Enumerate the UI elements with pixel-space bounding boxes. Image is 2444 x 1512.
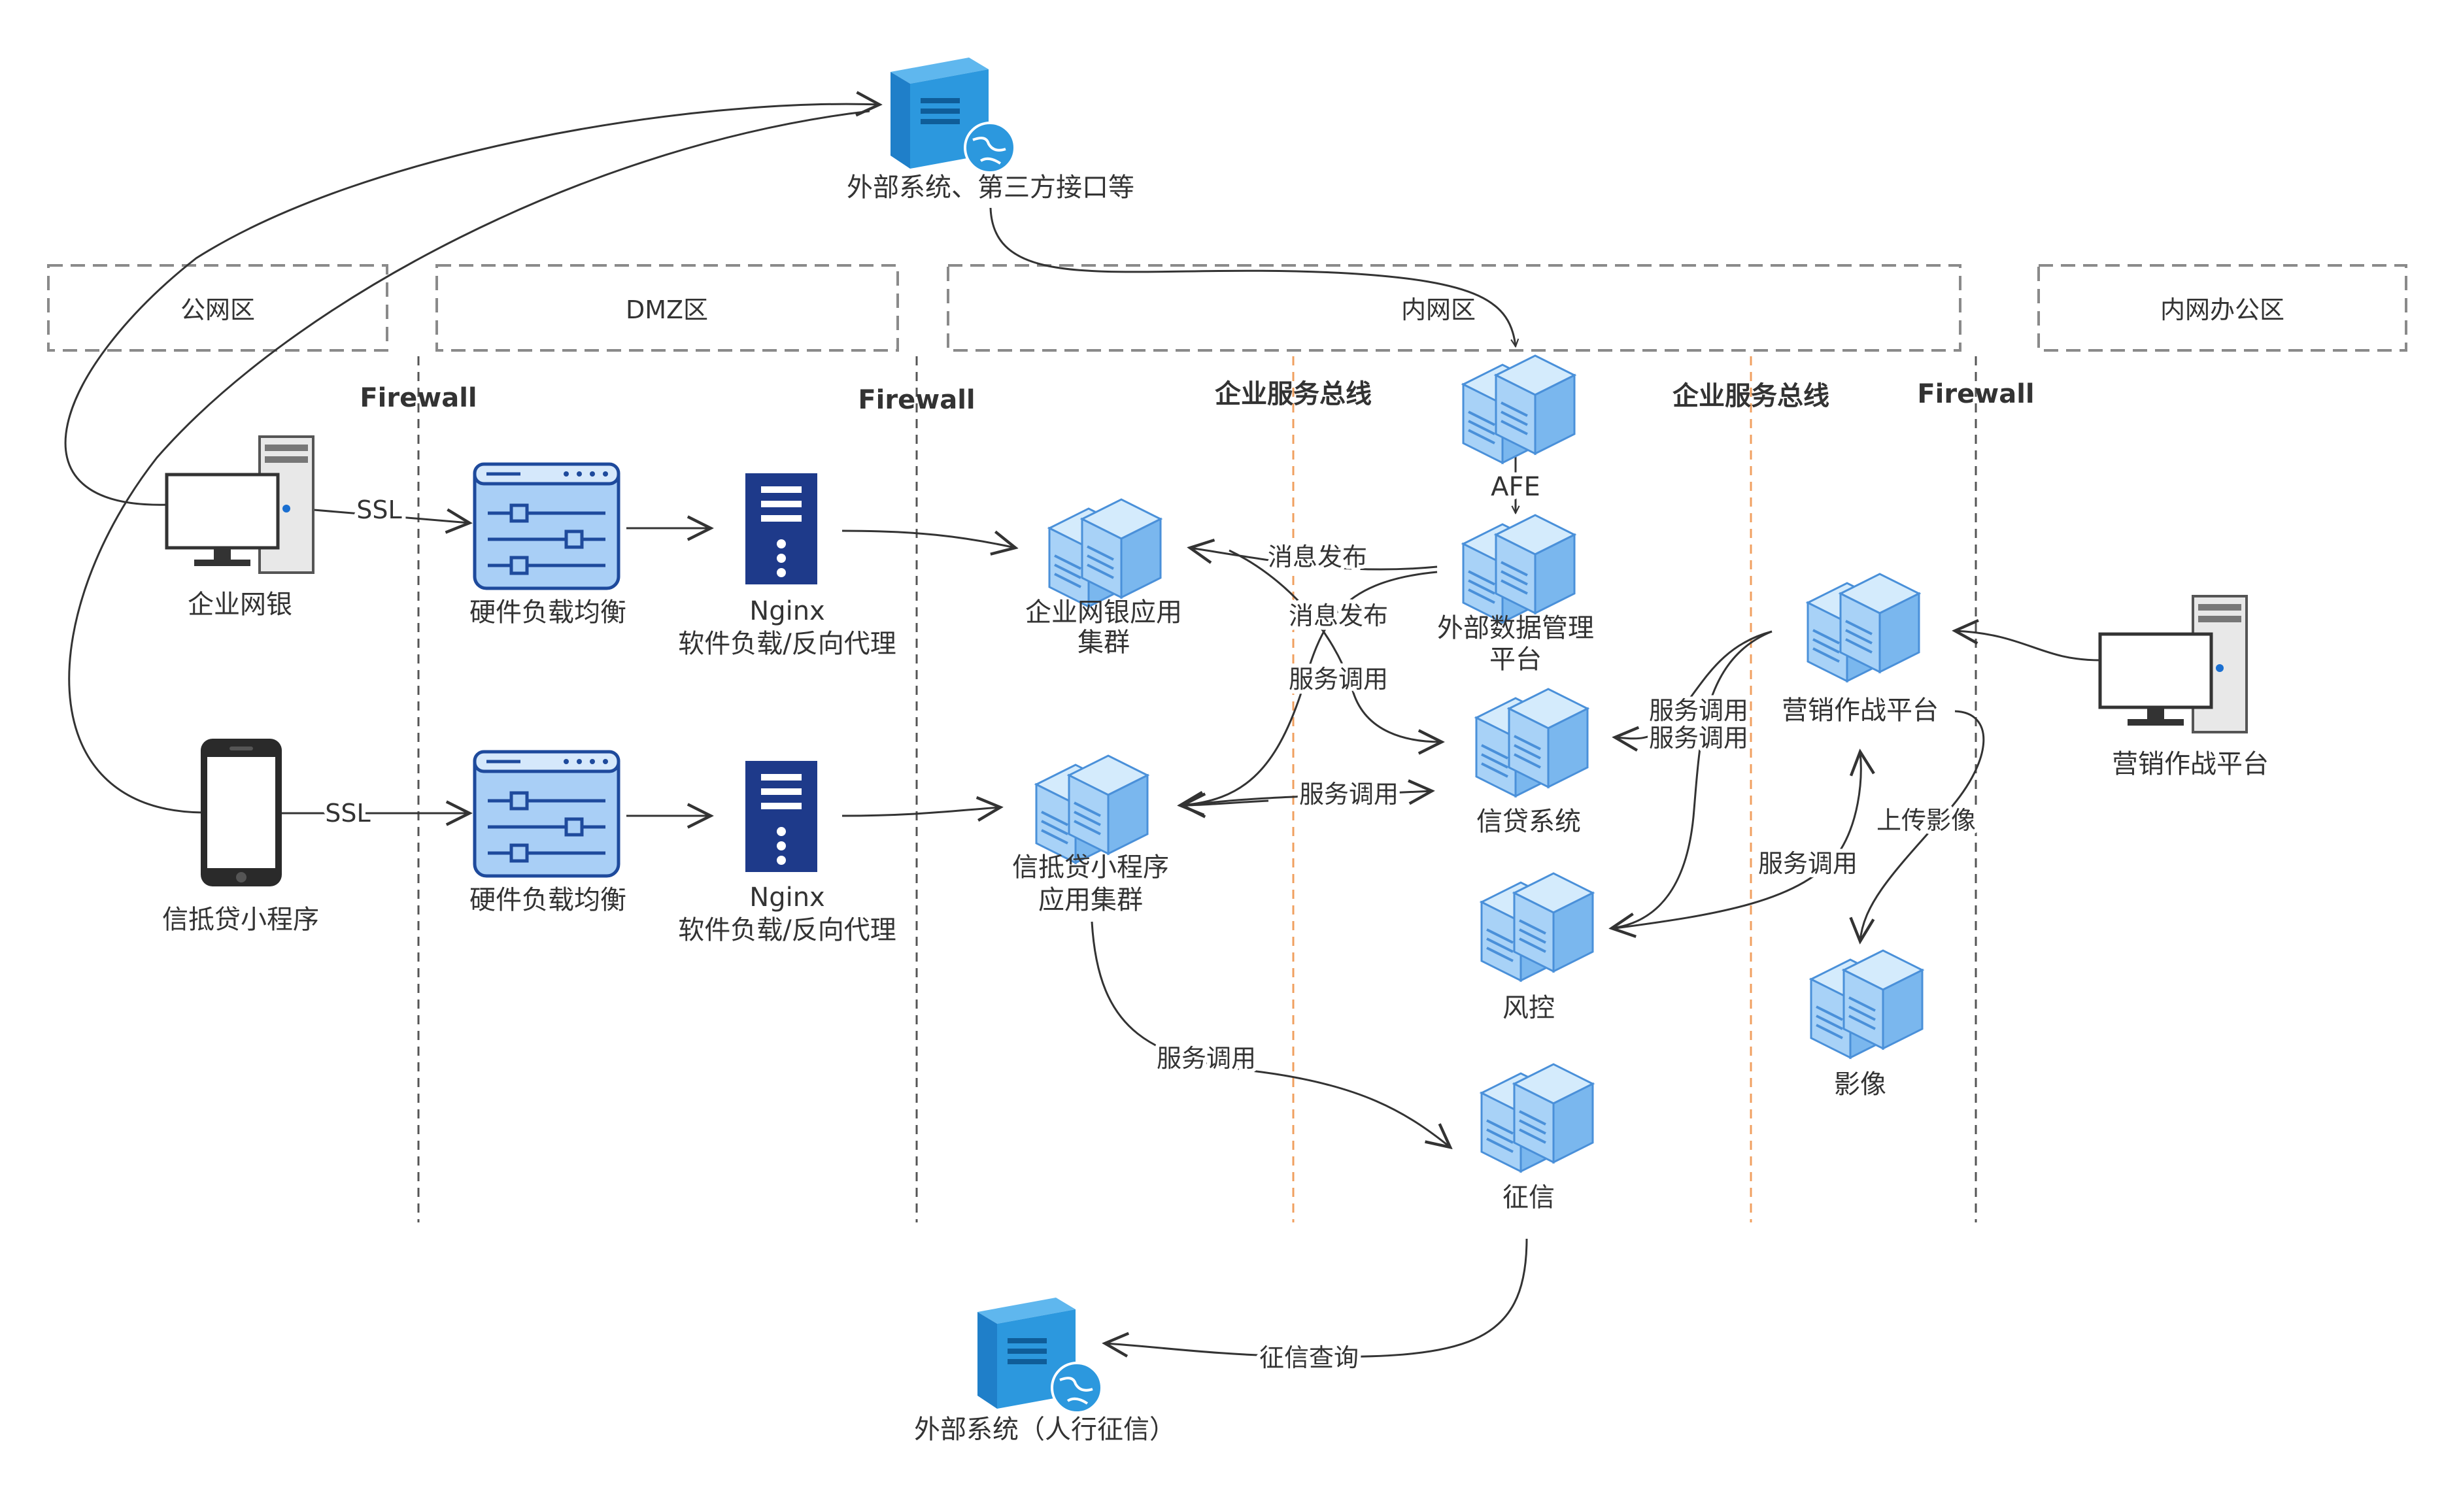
edge-label-service-call-3: 服务调用 bbox=[1157, 1044, 1256, 1073]
hw-lb-1-label: 硬件负载均衡 bbox=[469, 597, 626, 628]
edge-label-service-call-5: 服务调用 bbox=[1649, 724, 1748, 752]
edge-label-upload-image: 上传影像 bbox=[1876, 806, 1976, 835]
firewall-label-3: Firewall bbox=[1917, 379, 2034, 409]
zone-intranet bbox=[947, 264, 1961, 352]
zone-public-label: 公网区 bbox=[180, 295, 255, 324]
marketing-platform-cluster-icon bbox=[1808, 574, 1919, 681]
zone-dmz-label: DMZ区 bbox=[626, 295, 708, 324]
edge-label-ssl-2: SSL bbox=[325, 799, 370, 828]
credit-sys-cluster-icon bbox=[1476, 689, 1587, 796]
ext-data-label-1: 外部数据管理 bbox=[1437, 613, 1594, 643]
esb-label-1: 企业服务总线 bbox=[1215, 379, 1372, 409]
mini-app-label-2: 应用集群 bbox=[1038, 885, 1143, 915]
edge-ebank-to-external bbox=[64, 104, 879, 506]
edge-marketing-to-risk bbox=[1612, 630, 1773, 928]
ebank-app-label-1: 企业网银应用 bbox=[1025, 597, 1182, 628]
nginx-1-subtitle: 软件负载/反向代理 bbox=[678, 629, 896, 659]
edge-nginx1-to-ebank-app bbox=[841, 529, 1015, 548]
nginx-1-title: Nginx bbox=[749, 596, 824, 626]
edge-label-service-call-2: 服务调用 bbox=[1299, 780, 1399, 809]
edge-mini-app-credit-back bbox=[1182, 801, 1269, 805]
edge-risk-to-marketing bbox=[1614, 752, 1861, 930]
external-system-icon bbox=[889, 56, 1016, 174]
edge-label-service-call-6: 服务调用 bbox=[1758, 849, 1858, 878]
zone-office bbox=[2037, 264, 2407, 352]
risk-cluster-icon bbox=[1482, 873, 1593, 981]
marketing-platform-label: 营销作战平台 bbox=[1782, 696, 1939, 726]
edge-marketing-to-image bbox=[1860, 710, 1985, 941]
external-pboc-icon bbox=[976, 1296, 1103, 1414]
edge-mini-app-credit bbox=[1186, 791, 1432, 807]
hw-lb-2-icon bbox=[475, 752, 619, 876]
ebank-app-label-2: 集群 bbox=[1078, 628, 1130, 658]
image-label: 影像 bbox=[1834, 1069, 1886, 1100]
esb-label-2: 企业服务总线 bbox=[1672, 381, 1829, 411]
corp-ebank-label: 企业网银 bbox=[188, 590, 292, 620]
zone-public bbox=[47, 264, 388, 352]
marketing-client-pc-icon bbox=[2100, 596, 2247, 732]
nginx-1-icon bbox=[745, 473, 817, 584]
external-pboc-label: 外部系统（人行征信） bbox=[914, 1415, 1176, 1445]
ext-data-cluster-icon bbox=[1463, 515, 1574, 622]
external-system-label: 外部系统、第三方接口等 bbox=[847, 173, 1134, 203]
edge-extdata-to-mini-app bbox=[1180, 571, 1438, 805]
risk-label: 风控 bbox=[1502, 993, 1555, 1023]
credit-mini-phone-icon bbox=[201, 739, 282, 886]
mini-app-cluster-icon bbox=[1036, 756, 1147, 863]
afe-cluster-icon bbox=[1463, 356, 1574, 463]
firewall-label-1: Firewall bbox=[360, 383, 477, 413]
edge-label-service-call-1: 服务调用 bbox=[1289, 665, 1388, 694]
edge-client-to-marketing bbox=[1955, 631, 2101, 662]
credit-ref-label: 征信 bbox=[1502, 1183, 1555, 1213]
marketing-client-label: 营销作战平台 bbox=[2112, 749, 2269, 779]
credit-sys-label: 信贷系统 bbox=[1476, 807, 1581, 837]
edge-ebank-app-to-credit bbox=[1229, 549, 1442, 742]
edge-label-msg-publish-1: 消息发布 bbox=[1268, 543, 1367, 571]
zone-intranet-label: 内网区 bbox=[1401, 295, 1476, 324]
edge-marketing-to-credit bbox=[1615, 630, 1773, 739]
corp-ebank-pc-icon bbox=[167, 437, 313, 573]
edge-credit-ref-to-pboc bbox=[1105, 1238, 1528, 1358]
hw-lb-1-icon bbox=[475, 464, 619, 588]
edge-external-to-afe bbox=[989, 207, 1516, 346]
nginx-2-icon bbox=[745, 761, 817, 872]
edge-mini-app-to-credit-ref bbox=[1091, 921, 1450, 1147]
mini-app-label-1: 信抵贷小程序 bbox=[1012, 852, 1169, 882]
nginx-2-title: Nginx bbox=[749, 882, 824, 913]
edge-label-msg-publish-2: 消息发布 bbox=[1289, 601, 1388, 630]
zone-office-label: 内网办公区 bbox=[2160, 295, 2284, 324]
edge-mini-to-external bbox=[68, 110, 870, 814]
credit-ref-cluster-icon bbox=[1482, 1064, 1593, 1171]
edge-label-ssl-1: SSL bbox=[356, 496, 401, 524]
afe-label: AFE bbox=[1491, 472, 1540, 502]
ext-data-label-2: 平台 bbox=[1489, 645, 1542, 675]
hw-lb-2-label: 硬件负载均衡 bbox=[469, 885, 626, 915]
firewall-label-2: Firewall bbox=[858, 385, 975, 415]
zone-dmz bbox=[435, 264, 899, 352]
edge-label-service-call-4: 服务调用 bbox=[1649, 696, 1748, 725]
image-cluster-icon bbox=[1811, 950, 1922, 1058]
edge-label-credit-query: 征信查询 bbox=[1259, 1343, 1359, 1372]
nginx-2-subtitle: 软件负载/反向代理 bbox=[678, 915, 896, 945]
edge-nginx2-to-mini-app bbox=[841, 807, 1000, 816]
edge-extdata-to-ebank-app bbox=[1190, 548, 1438, 571]
edge-ebank-ssl bbox=[313, 510, 469, 523]
credit-mini-label: 信抵贷小程序 bbox=[162, 905, 319, 935]
ebank-app-cluster-icon bbox=[1049, 499, 1161, 607]
